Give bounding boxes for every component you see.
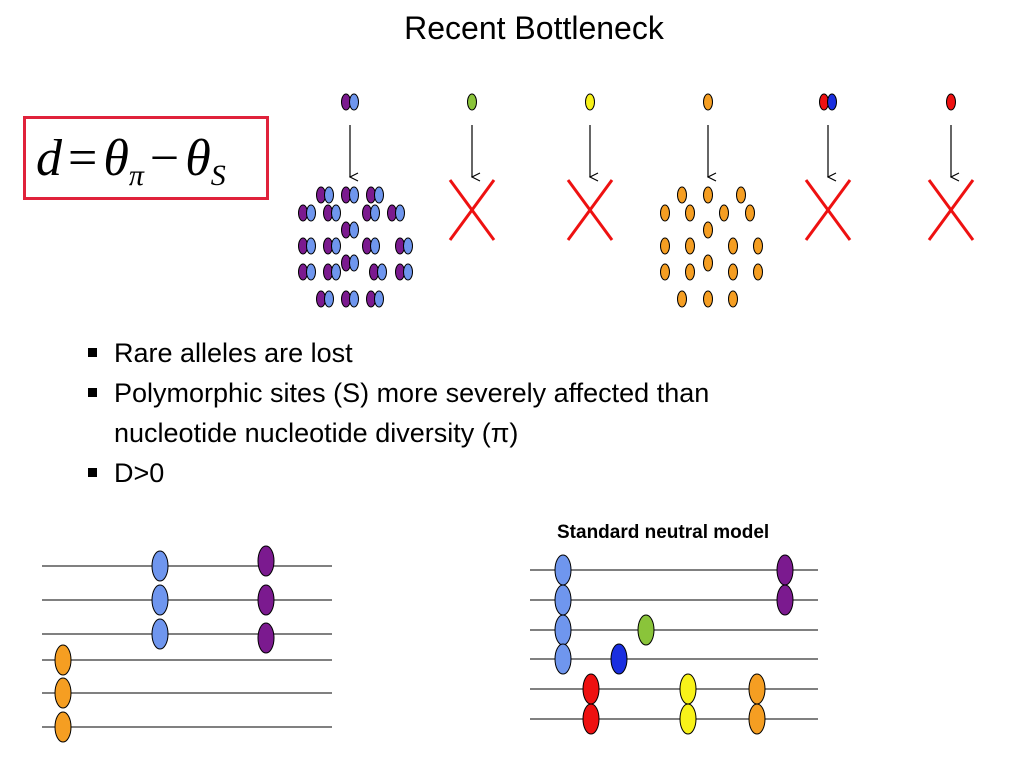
allele-blue bbox=[374, 186, 384, 204]
allele-orange bbox=[660, 237, 670, 255]
allele-blue bbox=[151, 618, 169, 650]
allele-orange bbox=[728, 263, 738, 281]
cross-line bbox=[448, 179, 496, 241]
bullet-item: Polymorphic sites (S) more severely affe… bbox=[88, 373, 709, 453]
allele-blue bbox=[331, 204, 341, 222]
allele-red bbox=[582, 703, 600, 735]
allele-blue bbox=[306, 263, 316, 281]
bullet-item: D>0 bbox=[88, 453, 709, 493]
allele-purple bbox=[257, 545, 275, 577]
allele-blue bbox=[349, 186, 359, 204]
allele-purple bbox=[257, 622, 275, 654]
formula-lhs: d bbox=[36, 130, 62, 187]
allele-yellow bbox=[679, 673, 697, 705]
bullet-square bbox=[88, 468, 97, 477]
allele-darkblue bbox=[610, 643, 628, 675]
allele-blue bbox=[306, 237, 316, 255]
allele-orange bbox=[54, 711, 72, 743]
bullet-text: D>0 bbox=[114, 458, 165, 488]
allele-blue bbox=[151, 550, 169, 582]
formula-sub-s: S bbox=[210, 159, 226, 192]
allele-orange bbox=[703, 93, 713, 111]
allele-blue bbox=[306, 204, 316, 222]
cross-line bbox=[566, 179, 614, 241]
allele-orange bbox=[703, 221, 713, 239]
allele-blue bbox=[554, 643, 572, 675]
allele-green bbox=[637, 614, 655, 646]
bullet-square bbox=[88, 348, 97, 357]
allele-orange bbox=[745, 204, 755, 222]
slide-title: Recent Bottleneck bbox=[404, 10, 664, 46]
allele-blue bbox=[324, 290, 334, 308]
allele-purple bbox=[257, 584, 275, 616]
allele-blue bbox=[349, 254, 359, 272]
bullet-text: Rare alleles are lost bbox=[114, 338, 353, 368]
allele-orange bbox=[736, 186, 746, 204]
allele-green bbox=[467, 93, 477, 111]
allele-orange bbox=[660, 263, 670, 281]
allele-orange bbox=[748, 703, 766, 735]
bullet-square bbox=[88, 388, 97, 397]
allele-blue bbox=[331, 263, 341, 281]
allele-orange bbox=[685, 237, 695, 255]
allele-orange bbox=[703, 290, 713, 308]
formula-sub-pi: π bbox=[128, 159, 144, 192]
formula-equals: = bbox=[68, 130, 98, 187]
bullet-text-continued: nucleotide nucleotide diversity (π) bbox=[114, 418, 519, 448]
formula-box: d=θπ−θS bbox=[23, 116, 269, 200]
allele-orange bbox=[753, 263, 763, 281]
allele-orange bbox=[703, 186, 713, 204]
allele-blue bbox=[349, 221, 359, 239]
allele-orange bbox=[748, 673, 766, 705]
allele-purple bbox=[776, 554, 794, 586]
allele-yellow bbox=[585, 93, 595, 111]
allele-orange bbox=[728, 237, 738, 255]
bullet-text: Polymorphic sites (S) more severely affe… bbox=[114, 378, 710, 408]
allele-blue bbox=[554, 584, 572, 616]
allele-orange bbox=[54, 644, 72, 676]
bullet-list: Rare alleles are lost Polymorphic sites … bbox=[88, 333, 709, 493]
standard-model-label: Standard neutral model bbox=[557, 522, 770, 543]
allele-darkblue bbox=[827, 93, 837, 111]
allele-blue bbox=[331, 237, 341, 255]
allele-purple bbox=[776, 584, 794, 616]
allele-orange bbox=[703, 254, 713, 272]
allele-blue bbox=[374, 290, 384, 308]
allele-blue bbox=[370, 204, 380, 222]
formula: d=θπ−θS bbox=[36, 121, 226, 214]
allele-red bbox=[946, 93, 956, 111]
allele-blue bbox=[554, 614, 572, 646]
allele-orange bbox=[54, 677, 72, 709]
cross-line bbox=[804, 179, 852, 241]
bullet-item: Rare alleles are lost bbox=[88, 333, 709, 373]
formula-theta-s: θ bbox=[185, 130, 211, 187]
allele-orange bbox=[677, 186, 687, 204]
allele-blue bbox=[324, 186, 334, 204]
allele-orange bbox=[660, 204, 670, 222]
allele-blue bbox=[403, 263, 413, 281]
formula-minus: − bbox=[149, 130, 180, 187]
allele-orange bbox=[719, 204, 729, 222]
allele-blue bbox=[370, 237, 380, 255]
allele-yellow bbox=[679, 703, 697, 735]
allele-blue bbox=[151, 584, 169, 616]
allele-orange bbox=[728, 290, 738, 308]
allele-blue bbox=[377, 263, 387, 281]
allele-orange bbox=[685, 263, 695, 281]
allele-orange bbox=[677, 290, 687, 308]
cross-line bbox=[927, 179, 975, 241]
formula-theta-pi: θ bbox=[103, 130, 129, 187]
allele-red bbox=[582, 673, 600, 705]
allele-blue bbox=[554, 554, 572, 586]
allele-blue bbox=[349, 290, 359, 308]
allele-blue bbox=[403, 237, 413, 255]
allele-blue bbox=[395, 204, 405, 222]
allele-orange bbox=[685, 204, 695, 222]
allele-orange bbox=[753, 237, 763, 255]
allele-blue bbox=[349, 93, 359, 111]
